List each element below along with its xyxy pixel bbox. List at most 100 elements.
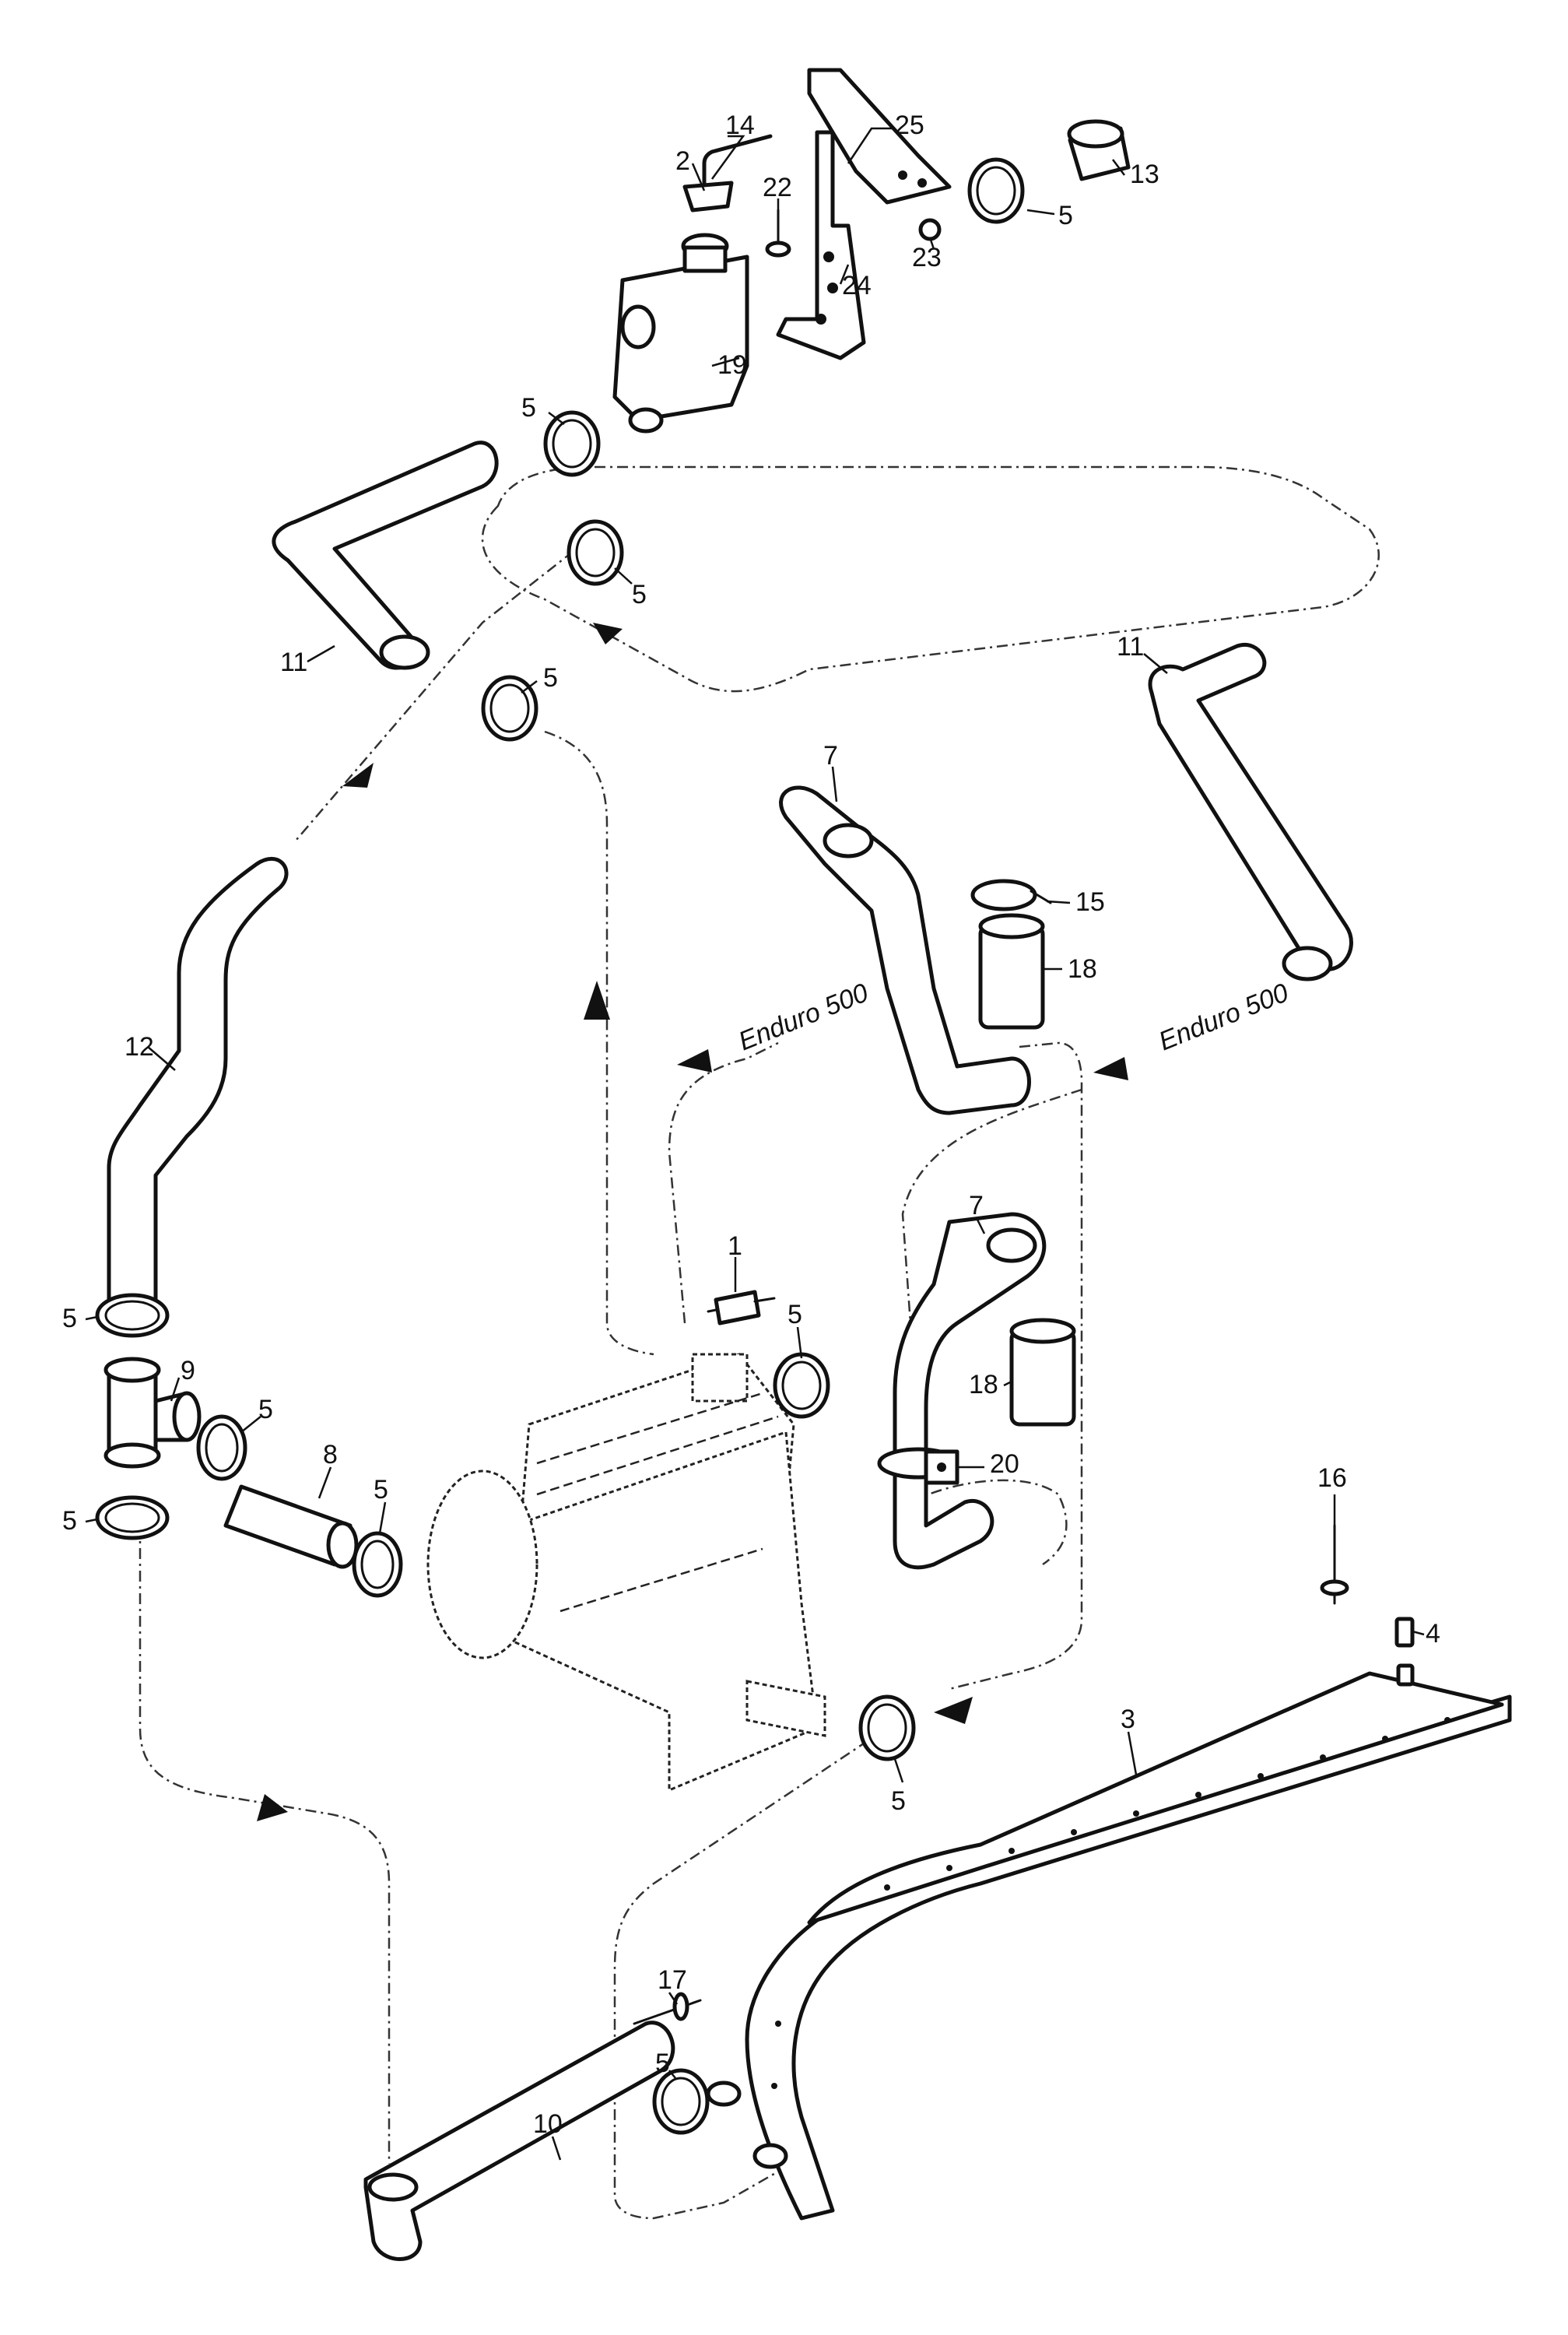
leader-lines — [85, 127, 1425, 2161]
engine-crankcase — [496, 1430, 819, 1793]
flow-down-to-hose-12 — [295, 536, 592, 841]
flow-arrow-5 — [1093, 1057, 1128, 1080]
engine-fin-line-1 — [536, 1392, 763, 1465]
callout-5-c: 5 — [543, 663, 558, 693]
flow-right-loop-lower — [910, 1479, 1068, 1566]
engine-fin-line-2 — [536, 1415, 779, 1496]
bracket-24 — [776, 130, 866, 360]
clamp-5-i — [858, 1694, 916, 1761]
callout-7-bottom: 7 — [969, 1191, 984, 1220]
callout-2: 2 — [675, 146, 690, 176]
clamp-5-b — [567, 519, 624, 586]
flow-arrow-4 — [677, 1049, 712, 1073]
callout-18-top: 18 — [1068, 954, 1097, 984]
callout-5-f: 5 — [258, 1395, 273, 1424]
hose-12 — [107, 857, 289, 1326]
clamps-5 — [95, 157, 1025, 2135]
callout-11-left: 11 — [280, 648, 307, 677]
clamp-5-g — [95, 1495, 170, 1540]
callout-5-top: 5 — [1058, 201, 1073, 230]
hose-8 — [223, 1484, 359, 1569]
hose-7-top — [779, 785, 1031, 1115]
callout-5-a: 5 — [521, 393, 536, 423]
callout-23: 23 — [912, 243, 942, 272]
callout-1: 1 — [728, 1231, 742, 1261]
callout-11-right: 11 — [1117, 632, 1144, 662]
temp-sensor-1 — [707, 1290, 776, 1326]
flow-arrow-7 — [934, 1697, 973, 1724]
hose-11-left — [272, 441, 499, 670]
support-bracket-25 — [807, 68, 952, 205]
flow-bottom-right — [613, 1726, 888, 2220]
fastener-16 — [1320, 1524, 1349, 1605]
clamp-20 — [877, 1447, 959, 1485]
callout-7-top: 7 — [823, 741, 838, 771]
flow-arrow-3 — [584, 981, 610, 1020]
clamp-5-j — [652, 2068, 710, 2135]
filler-cap-2 — [682, 181, 734, 212]
nut-23 — [918, 218, 942, 241]
callout-4: 4 — [1426, 1619, 1440, 1649]
callout-14: 14 — [725, 111, 755, 140]
callout-5-i: 5 — [891, 1786, 906, 1816]
callout-8: 8 — [323, 1440, 338, 1469]
callout-25: 25 — [895, 111, 924, 140]
callout-15: 15 — [1075, 887, 1105, 917]
callout-5-g: 5 — [374, 1475, 388, 1505]
callout-24: 24 — [842, 271, 872, 300]
clip-15 — [970, 879, 1052, 911]
clamp-5-e — [773, 1352, 830, 1419]
coolant-tank-19 — [612, 233, 749, 434]
variant-label-enduro-right: Enduro 500 — [1155, 978, 1293, 1056]
variant-label-enduro-left: Enduro 500 — [735, 978, 872, 1056]
callout-5-h: 5 — [62, 1506, 77, 1536]
engine-thermostat-housing — [691, 1353, 749, 1403]
hose-10 — [363, 2021, 675, 2261]
callout-5-j: 5 — [655, 2049, 670, 2078]
hose-11-right — [1148, 642, 1353, 981]
callout-10: 10 — [533, 2109, 563, 2139]
flow-enduro-right — [949, 1041, 1083, 1691]
flow-enduro-left — [668, 1041, 779, 1324]
callout-12: 12 — [125, 1032, 154, 1062]
callout-labels: 14 25 2 22 13 5 23 24 19 5 5 11 5 11 7 1… — [62, 111, 1440, 2139]
clamp-5-d — [95, 1293, 170, 1338]
heat-exchanger-3 — [706, 1671, 1512, 2221]
flow-left-return — [139, 1526, 391, 2164]
callout-17: 17 — [658, 1965, 687, 1995]
flow-right-side-return — [901, 1088, 1082, 1324]
heat-exchanger-rivets — [771, 1717, 1450, 2089]
sleeve-13 — [1067, 119, 1131, 181]
flow-arrow-1 — [593, 623, 623, 644]
clamp-5-a — [543, 410, 601, 477]
flow-arrow-9 — [257, 1794, 288, 1821]
sleeve-18-bottom — [1009, 1318, 1076, 1427]
callout-22: 22 — [763, 173, 792, 202]
flow-riser-center — [544, 730, 654, 1356]
callout-18-bottom: 18 — [969, 1370, 998, 1399]
engine-output-shaft — [745, 1680, 826, 1737]
callout-5-d: 5 — [788, 1300, 802, 1329]
clamp-5-f — [196, 1414, 247, 1481]
callout-20: 20 — [990, 1449, 1019, 1479]
callout-5-b: 5 — [632, 580, 647, 609]
engine-port-line — [559, 1547, 763, 1613]
callout-9: 9 — [181, 1356, 195, 1385]
vent-tube-14 — [702, 134, 773, 185]
callout-5-e: 5 — [62, 1304, 77, 1333]
fitting-4 — [1394, 1617, 1415, 1687]
engine-block — [426, 1353, 826, 1793]
tee-fitting-9 — [103, 1357, 202, 1469]
callout-19: 19 — [717, 350, 747, 380]
screw-22 — [765, 209, 791, 258]
callout-13: 13 — [1130, 160, 1159, 189]
fastener-17 — [633, 1992, 702, 2025]
callout-16: 16 — [1317, 1463, 1347, 1493]
clamp-5-top — [967, 157, 1025, 224]
flow-arrow-2 — [342, 763, 374, 788]
sleeve-18-top — [978, 913, 1045, 1030]
clamp-5-h — [352, 1531, 403, 1598]
engine-flywheel — [426, 1469, 538, 1659]
